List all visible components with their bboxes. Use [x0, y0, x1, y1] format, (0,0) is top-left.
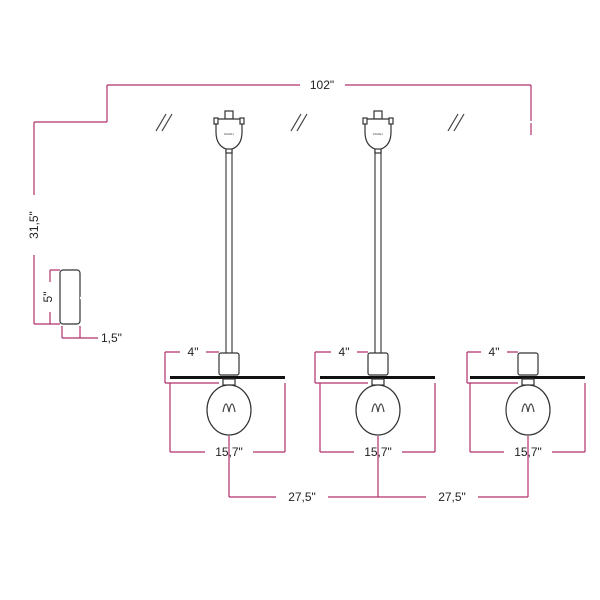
pendant-lamp-3: [470, 352, 585, 436]
socket-width-label: 4": [339, 345, 350, 359]
canopy-depth-dimension: 1,5": [61, 326, 122, 345]
shade-disc: [470, 376, 585, 379]
branch-connector-1: FAVALI: [213, 110, 245, 154]
ceiling-canopy: [59, 269, 81, 325]
connector-brand-label: FAVALI: [373, 132, 383, 136]
canopy-height-label: 5": [41, 292, 55, 303]
pendant-1-drop: [225, 150, 233, 354]
socket-width-dimension-3: 4": [466, 344, 518, 384]
socket-width-label: 4": [188, 345, 199, 359]
connector-brand-label: FAVALI: [224, 132, 234, 136]
canopy-depth-label: 1,5": [101, 331, 122, 345]
branch-connector-2: FAVALI: [362, 110, 394, 154]
total-width-label: 102": [310, 78, 334, 92]
canopy-height-dimension: 5": [41, 269, 60, 324]
shade-disc: [320, 376, 435, 379]
socket-width-label: 4": [489, 345, 500, 359]
drop-height-dimension: 31,5": [27, 121, 107, 325]
shade-disc: [170, 376, 285, 379]
cable-break-marks: [155, 113, 465, 132]
pendant-lamp-2: [320, 352, 435, 436]
main-cable: [80, 120, 539, 354]
socket-holder: [517, 352, 539, 376]
socket-holder: [367, 352, 389, 376]
socket-width-dimension-1: 4": [164, 344, 219, 384]
drop-height-label: 31,5": [27, 211, 41, 239]
pendant-2-drop: [374, 150, 382, 354]
total-width-dimension: 102": [106, 78, 532, 135]
socket-width-dimension-2: 4": [314, 344, 368, 384]
spacing-label-2: 27,5": [438, 490, 466, 504]
spacing-dimension: 27,5" 27,5": [228, 436, 529, 504]
spacing-label-1: 27,5": [288, 490, 316, 504]
socket-holder: [218, 352, 240, 376]
pendant-lamp-1: [170, 352, 285, 436]
